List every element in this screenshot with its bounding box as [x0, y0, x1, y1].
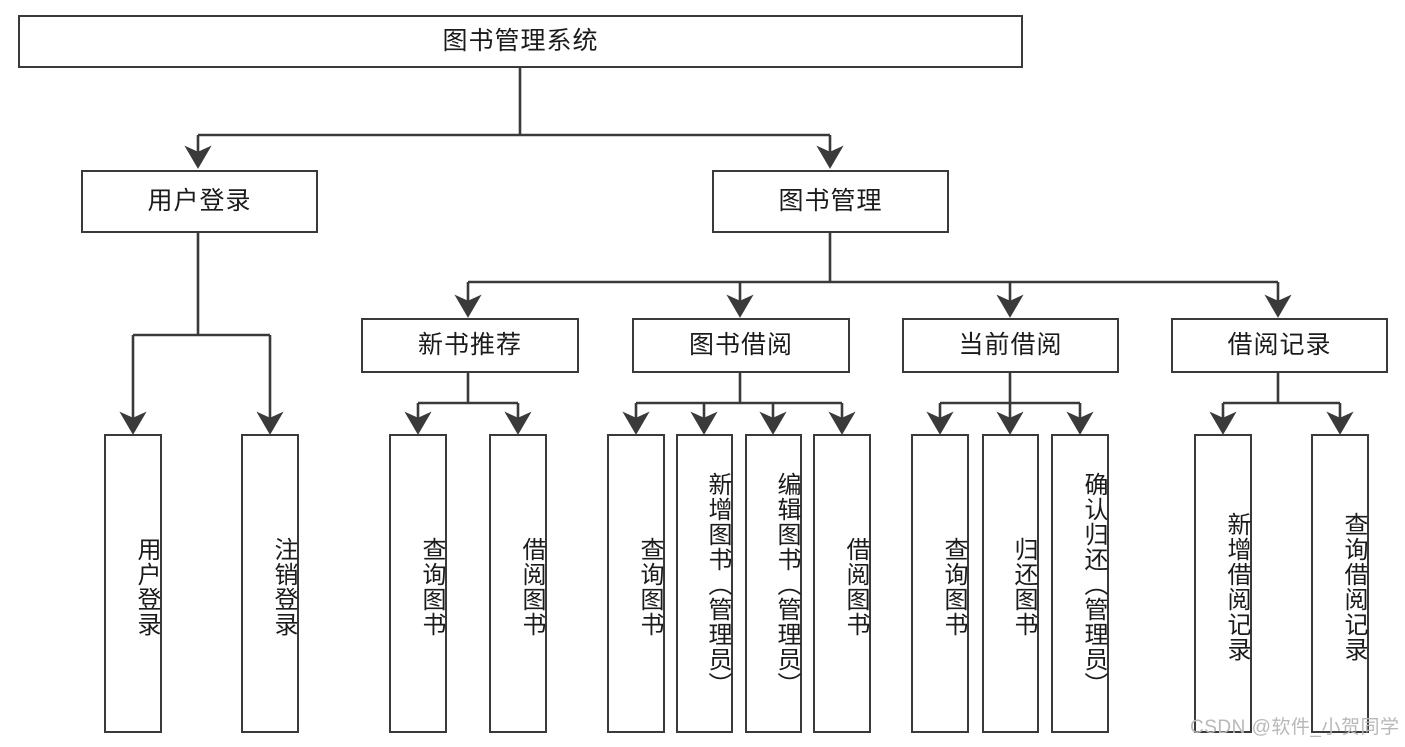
node-book-borrowing[interactable]: 图书借阅: [632, 318, 850, 373]
leaf-confirm-return-admin[interactable]: 确认归还（管理员）: [1051, 434, 1109, 733]
leaf-borrow-book-new-recommendation[interactable]: 借阅图书: [489, 434, 547, 733]
node-current-borrowing[interactable]: 当前借阅: [902, 318, 1119, 373]
leaf-query-book-current[interactable]: 查询图书: [911, 434, 969, 733]
node-book-management[interactable]: 图书管理: [712, 170, 949, 233]
leaf-edit-book-admin[interactable]: 编辑图书（管理员）: [745, 434, 802, 733]
node-borrowing-record[interactable]: 借阅记录: [1171, 318, 1388, 373]
leaf-add-book-admin[interactable]: 新增图书（管理员）: [676, 434, 733, 733]
node-new-book-recommendation[interactable]: 新书推荐: [361, 318, 579, 373]
leaf-return-book[interactable]: 归还图书: [982, 434, 1039, 733]
node-user-login[interactable]: 用户登录: [81, 170, 318, 233]
leaf-query-borrowing-record[interactable]: 查询借阅记录: [1311, 434, 1369, 733]
leaf-query-book-borrowing[interactable]: 查询图书: [607, 434, 665, 733]
leaf-add-borrowing-record[interactable]: 新增借阅记录: [1194, 434, 1252, 733]
leaf-logout-login[interactable]: 注销登录: [241, 434, 299, 733]
node-root-book-management-system[interactable]: 图书管理系统: [18, 15, 1023, 68]
leaf-query-book-new-recommendation[interactable]: 查询图书: [389, 434, 447, 733]
leaf-borrow-book-borrowing[interactable]: 借阅图书: [813, 434, 871, 733]
csdn-watermark: CSDN @软件_小贺同学: [1190, 717, 1400, 738]
leaf-user-login[interactable]: 用户登录: [104, 434, 162, 733]
